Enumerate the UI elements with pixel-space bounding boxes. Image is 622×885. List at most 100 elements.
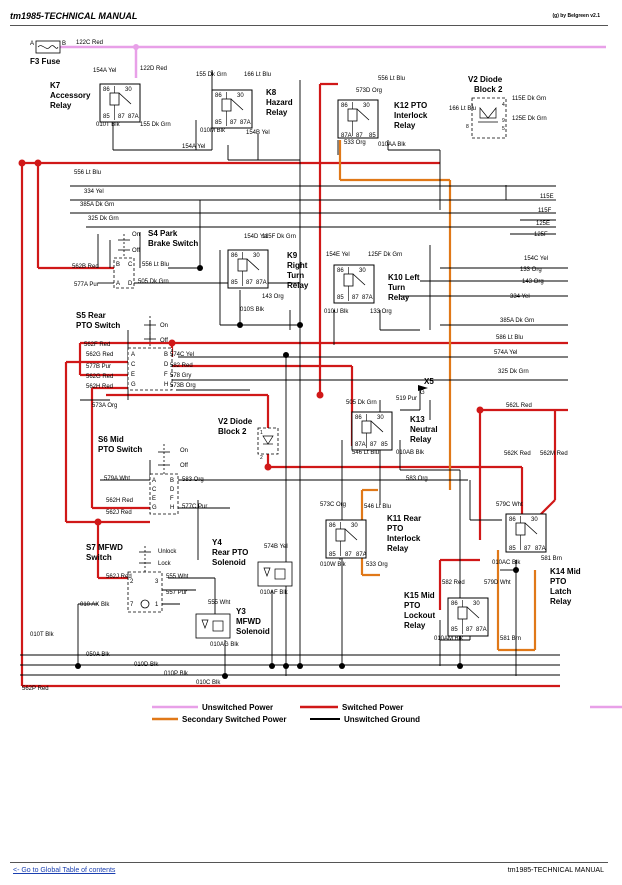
- svg-text:85: 85: [215, 120, 222, 126]
- svg-text:Unlock: Unlock: [158, 549, 177, 555]
- svg-text:573C Org: 573C Org: [320, 502, 346, 508]
- switch-state-labels: On Off On Off On Off Unlock Lock G: [132, 232, 425, 567]
- f3-fuse: A B F3 Fuse: [30, 40, 66, 66]
- svg-text:87A: 87A: [240, 120, 251, 126]
- svg-text:4: 4: [502, 102, 505, 108]
- k8-label-3: Relay: [266, 108, 288, 117]
- svg-text:586 Lt Blu: 586 Lt Blu: [496, 335, 523, 341]
- svg-text:154D Yel: 154D Yel: [244, 234, 268, 240]
- v2-mid-label-2: Block 2: [218, 427, 247, 436]
- y3-mfwd-solenoid: [195, 613, 231, 639]
- svg-text:125E Dk Grn: 125E Dk Grn: [512, 116, 547, 122]
- svg-text:87: 87: [524, 546, 531, 552]
- svg-text:85: 85: [103, 114, 110, 120]
- svg-text:85: 85: [329, 552, 336, 558]
- svg-text:C: C: [128, 262, 133, 268]
- k7-label-3: Relay: [50, 101, 72, 110]
- svg-text:573A Org: 573A Org: [92, 403, 117, 409]
- svg-text:562J Red: 562J Red: [106, 510, 132, 516]
- svg-text:87: 87: [118, 114, 125, 120]
- svg-text:H: H: [164, 382, 168, 388]
- svg-text:87A: 87A: [535, 546, 546, 552]
- svg-text:30: 30: [351, 523, 358, 529]
- svg-text:581 Brn: 581 Brn: [500, 636, 521, 642]
- footer-manual-title: tm1985-TECHNICAL MANUAL: [507, 867, 604, 874]
- svg-text:On: On: [180, 448, 188, 454]
- x5-label: X5: [424, 377, 434, 386]
- svg-text:1: 1: [471, 104, 474, 110]
- v2-mid-label-1: V2 Diode: [218, 417, 253, 426]
- svg-text:577A Pur: 577A Pur: [74, 282, 99, 288]
- k9-label-2: Right: [287, 261, 308, 270]
- svg-text:562H Red: 562H Red: [106, 498, 133, 504]
- svg-text:86: 86: [451, 601, 458, 607]
- svg-text:583 Org: 583 Org: [182, 477, 204, 483]
- svg-text:C: C: [131, 362, 136, 368]
- svg-text:1: 1: [260, 430, 263, 436]
- svg-text:85: 85: [337, 295, 344, 301]
- k10-label-1: K10 Left: [388, 273, 420, 282]
- svg-text:582 Red: 582 Red: [442, 580, 465, 586]
- svg-text:533 Org: 533 Org: [344, 140, 366, 146]
- svg-text:85: 85: [451, 627, 458, 633]
- svg-text:133 Org: 133 Org: [520, 267, 542, 273]
- signal-and-ground-wires: [20, 70, 568, 676]
- svg-text:562K Red: 562K Red: [504, 451, 531, 457]
- k11-label-2: PTO: [387, 524, 403, 533]
- svg-text:010W Blk: 010W Blk: [320, 562, 347, 568]
- svg-text:533 Org: 533 Org: [366, 562, 388, 568]
- svg-text:505 Dk Grn: 505 Dk Grn: [346, 400, 377, 406]
- manual-title: tm1985-TECHNICAL MANUAL: [10, 11, 138, 21]
- y3-label-3: Solenoid: [236, 627, 270, 636]
- component-labels: K7 Accessory Relay K8 Hazard Relay K12 P…: [50, 75, 581, 636]
- svg-text:115E: 115E: [540, 194, 554, 200]
- v2-diode-block-mid: 12: [257, 427, 279, 461]
- svg-text:85: 85: [231, 280, 238, 286]
- s6-label-2: PTO Switch: [98, 445, 142, 454]
- svg-text:30: 30: [531, 517, 538, 523]
- svg-text:2: 2: [260, 455, 263, 461]
- svg-text:010S Blk: 010S Blk: [240, 307, 265, 313]
- svg-text:578 Gry: 578 Gry: [170, 373, 191, 379]
- legend-unswitched-ground: Unswitched Ground: [344, 715, 420, 724]
- f3-label: F3 Fuse: [30, 57, 61, 66]
- fuse-pin-b: B: [62, 41, 66, 47]
- svg-text:85: 85: [369, 133, 376, 139]
- svg-text:125F: 125F: [534, 232, 548, 238]
- svg-text:562L Red: 562L Red: [506, 403, 532, 409]
- global-toc-link[interactable]: <- Go to Global Table of contents: [13, 867, 116, 874]
- svg-text:30: 30: [377, 415, 384, 421]
- k12-label-2: Interlock: [394, 111, 428, 120]
- secondary-switched-power-wires: [338, 140, 537, 652]
- svg-text:B: B: [170, 478, 174, 484]
- svg-text:555 Wht: 555 Wht: [208, 600, 231, 606]
- svg-text:166 Lt Blu: 166 Lt Blu: [244, 72, 271, 78]
- y3-label-2: MFWD: [236, 617, 261, 626]
- svg-text:8: 8: [466, 124, 469, 130]
- svg-text:577C Pur: 577C Pur: [182, 504, 207, 510]
- k14-label-4: Relay: [550, 597, 572, 606]
- svg-text:010T Blk: 010T Blk: [30, 632, 55, 638]
- svg-text:G: G: [152, 505, 157, 511]
- svg-text:010AB Blk: 010AB Blk: [396, 450, 425, 456]
- svg-text:143 Org: 143 Org: [522, 279, 544, 285]
- svg-text:87A: 87A: [362, 295, 373, 301]
- svg-text:573B Org: 573B Org: [170, 383, 196, 389]
- legend-secondary-switched-power: Secondary Switched Power: [182, 715, 286, 724]
- svg-text:30: 30: [363, 103, 370, 109]
- svg-text:154C Yel: 154C Yel: [524, 256, 548, 262]
- svg-text:86: 86: [509, 517, 516, 523]
- svg-text:143 Org: 143 Org: [262, 294, 284, 300]
- svg-text:87: 87: [230, 120, 237, 126]
- credit-text: (g) by Belgreen v2.1: [552, 13, 600, 19]
- svg-text:87: 87: [352, 295, 359, 301]
- y3-label-1: Y3: [236, 607, 246, 616]
- svg-text:385A Dk Grn: 385A Dk Grn: [500, 318, 534, 324]
- svg-text:Off: Off: [132, 248, 140, 254]
- svg-text:582 Red: 582 Red: [170, 363, 193, 369]
